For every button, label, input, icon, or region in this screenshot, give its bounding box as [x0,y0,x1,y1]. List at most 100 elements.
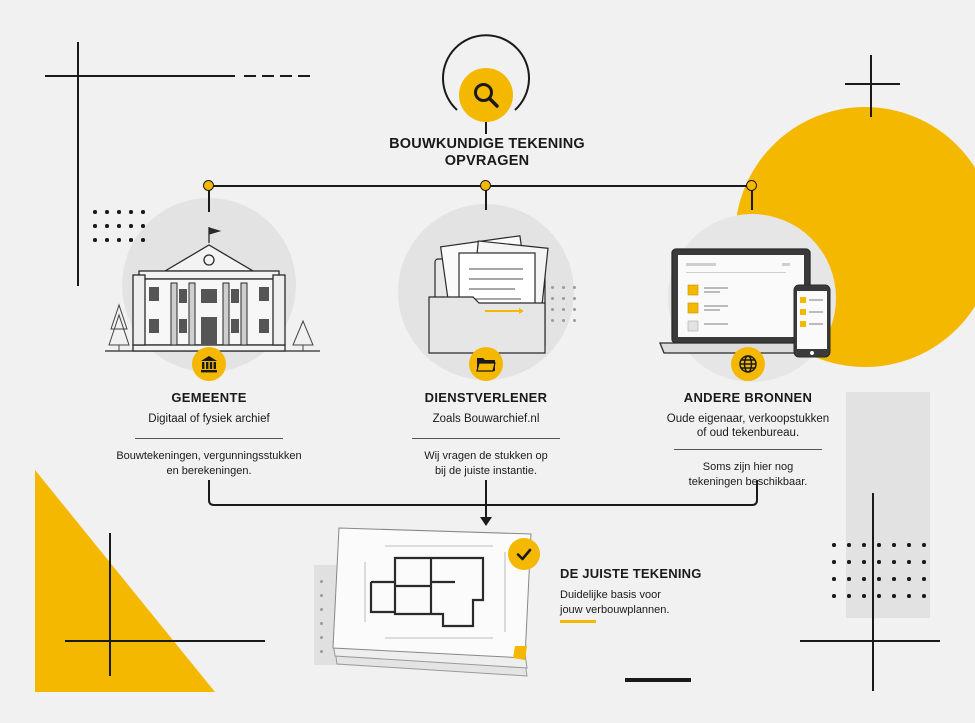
column-dienstverlener: DIENSTVERLENER Zoals Bouwarchief.nl Wij … [371,390,601,478]
description-line: Wij vragen de stukken op [424,450,548,462]
dot [129,238,133,242]
result-description: Duidelijke basis voor jouw verbouwplanne… [560,588,669,617]
title-line: OPVRAGEN [444,153,530,169]
title-line: BOUWKUNDIGE TEKENING [389,136,585,152]
dot [907,594,911,598]
column-title: GEMEENTE [171,390,247,405]
dot [922,594,926,598]
result-title: DE JUISTE TEKENING [560,566,702,581]
dot [129,210,133,214]
dot [320,650,323,653]
dot [877,543,881,547]
dot [573,297,576,300]
column-title: ANDERE BRONNEN [683,390,813,405]
dot [832,577,836,581]
column-description: Soms zijn hier nog tekeningen beschikbaa… [633,460,863,489]
laptop-illustration [659,248,831,358]
dashed-line [244,75,316,77]
description-line: bij de juiste instantie. [434,464,538,477]
frame-line [845,83,900,85]
dot [877,577,881,581]
town-hall-illustration [105,227,320,352]
column-subtitle: Zoals Bouwarchief.nl [432,413,540,425]
column-gemeente: GEMEENTE Digitaal of fysiek archief Bouw… [94,390,324,478]
dot [551,286,554,289]
frame-line [65,640,265,642]
divider [674,449,822,450]
blueprint-illustration [332,527,532,677]
dot [105,238,109,242]
dot [862,543,866,547]
dot [93,238,97,242]
grey-panel-decor [846,392,930,618]
dot [892,577,896,581]
dot [892,594,896,598]
frame-line [800,640,940,642]
dot [562,319,565,322]
dot [551,308,554,311]
frame-line [77,42,79,286]
dot [832,543,836,547]
dot [105,210,109,214]
yellow-triangle-decor [35,470,215,692]
frame-line [870,55,872,117]
connector-node [203,180,214,191]
dot [862,560,866,564]
description-line: Duidelijke basis voor [560,589,661,601]
dot [562,297,565,300]
dot [907,577,911,581]
dot [562,286,565,289]
dot [907,560,911,564]
dot [320,580,323,583]
description-line: Bouwtekeningen, vergunningsstukken [116,450,302,462]
dot [877,560,881,564]
result-underline [560,620,596,623]
column-description: Bouwtekeningen, vergunningsstukken en be… [94,449,324,478]
subtitle-line: of oud tekenbureau. [696,427,800,439]
description-line: tekeningen beschikbaar. [688,475,808,488]
divider [135,438,283,439]
dot [892,543,896,547]
search-icon [459,68,513,122]
dot [907,543,911,547]
dot [922,543,926,547]
dot [129,224,133,228]
frame-line [45,75,235,77]
dot [832,594,836,598]
connector-node [746,180,757,191]
subtitle-line: Oude eigenaar, verkoopstukken [666,413,830,425]
column-andere-bronnen: ANDERE BRONNEN Oude eigenaar, verkoopstu… [633,390,863,489]
dot [922,560,926,564]
folder-illustration [428,235,549,354]
dot [847,594,851,598]
page-title: BOUWKUNDIGE TEKENING OPVRAGEN [352,136,622,170]
column-description: Wij vragen de stukken op bij de juiste i… [371,449,601,478]
frame-line [109,533,111,676]
dot [573,308,576,311]
dot [832,560,836,564]
column-title: DIENSTVERLENER [424,390,548,405]
description-line: jouw verbouwplannen. [560,603,670,616]
connector-node [480,180,491,191]
dot [320,636,323,639]
dot [117,238,121,242]
column-subtitle: Digitaal of fysiek archief [148,413,270,425]
dot [93,224,97,228]
bank-icon [192,347,226,381]
dot [551,297,554,300]
dot [573,319,576,322]
dot [141,224,145,228]
dot [573,286,576,289]
divider [412,438,560,439]
dot [922,577,926,581]
dot [877,594,881,598]
dot [847,577,851,581]
frame-line [872,493,874,691]
dot [551,319,554,322]
dot [847,543,851,547]
column-subtitle: Oude eigenaar, verkoopstukken of oud tek… [633,412,863,440]
check-icon [508,538,540,570]
dot [562,308,565,311]
dot [105,224,109,228]
dot [847,560,851,564]
